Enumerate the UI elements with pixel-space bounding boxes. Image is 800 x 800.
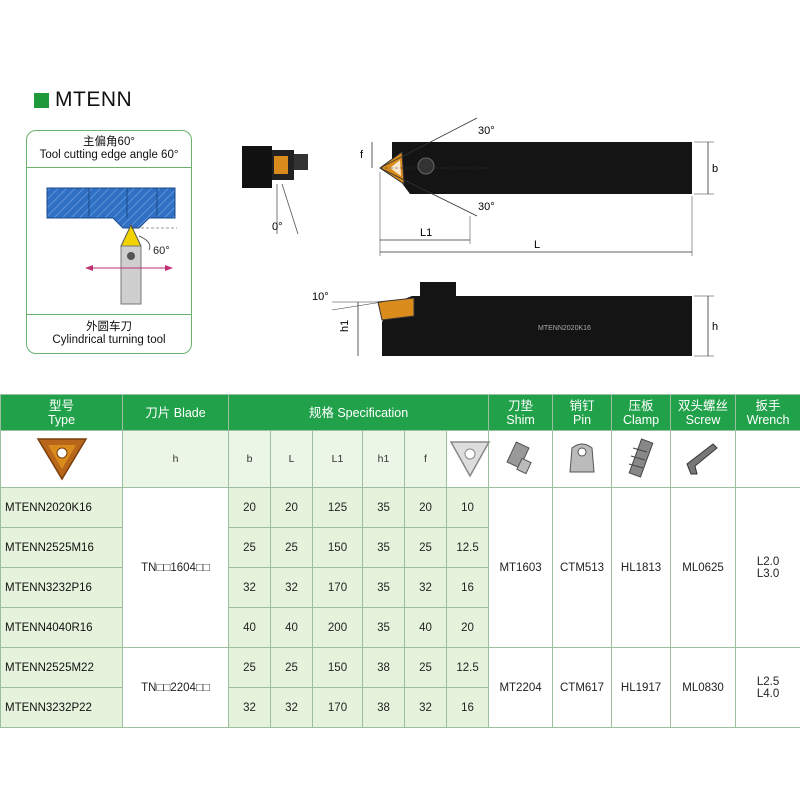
spec-col-f: f <box>404 430 447 488</box>
shim-code-22: MT2204 <box>488 647 554 728</box>
zero-angle-label: 0° <box>272 221 283 233</box>
turning-illustration: 60° <box>27 167 191 315</box>
end-view-insert-icon <box>274 156 288 174</box>
dim-h-label: h <box>712 321 718 333</box>
table-row: MTENN3232P16 32 32 170 35 32 16 <box>0 567 800 608</box>
clamp-code-22: HL1917 <box>611 647 672 728</box>
table-row: MTENN2525M16 25 25 150 35 25 12.5 <box>0 527 800 568</box>
end-view-shank <box>242 146 272 188</box>
side-angle-label: 10° <box>312 291 329 303</box>
dim-h1-label: h1 <box>339 320 351 332</box>
bottom-angle-label: 30° <box>478 201 495 213</box>
shim-code-16: MT1603 <box>488 487 554 648</box>
table-row: MTENN3232P22 32 32 170 38 32 16 <box>0 687 800 728</box>
angle-caption: 主偏角60° Tool cutting edge angle 60° <box>39 136 179 161</box>
turning-illustration-svg: 60° <box>46 187 177 305</box>
table-row: MTENN2020K16 TN□□1604□□ 20 20 125 35 20 … <box>0 487 800 648</box>
title-text: MTENN <box>55 88 133 111</box>
side-view-insert-icon <box>377 297 415 321</box>
blade-code-16: TN□□1604□□ <box>122 487 229 648</box>
dim-l-label: L <box>534 239 540 251</box>
pin-code-16: CTM513 <box>552 487 613 648</box>
top-view-body <box>392 142 692 194</box>
tool-holder-drawing: 0° 30° 30° f b L1 L MTENN2020K16 10° h1 … <box>242 117 718 357</box>
spec-col-l: L <box>270 430 313 488</box>
green-square-icon <box>34 92 49 108</box>
shim-icon <box>445 430 491 488</box>
spec-header: 规格 Specification <box>227 394 490 431</box>
blade-icon <box>0 430 123 488</box>
angle-60-label: 60° <box>153 245 170 257</box>
blade-header: 刀片 Blade <box>122 394 229 431</box>
section-title: MTENN <box>34 88 132 112</box>
spec-col-l1: L1 <box>312 430 363 488</box>
spec-col-h: h <box>122 430 229 488</box>
tool-type-caption: 外圆车刀 Cylindrical turning tool <box>52 321 166 346</box>
wrench-icon <box>670 430 737 488</box>
side-view-body <box>382 296 692 356</box>
dim-b-label: b <box>712 163 718 175</box>
screw-icon <box>611 430 672 488</box>
engraving-text: MTENN2020K16 <box>538 325 591 332</box>
clamp-icon <box>552 430 613 488</box>
spec-col-b: b <box>228 430 271 488</box>
blade-code-22: TN□□2204□□ <box>122 647 229 728</box>
screw-code-16: ML0625 <box>670 487 737 648</box>
spec-col-h1: h1 <box>362 430 405 488</box>
clamp-code-16: HL1813 <box>611 487 672 648</box>
cutting-angle-info-box: 主偏角60° Tool cutting edge angle 60° 60° <box>26 130 192 354</box>
table-row: MTENN4040R16 40 40 200 35 40 20 <box>0 607 800 648</box>
pin-code-22: CTM617 <box>552 647 613 728</box>
top-angle-label: 30° <box>478 125 495 137</box>
screw-code-22: ML0830 <box>670 647 737 728</box>
dim-f-label: f <box>360 149 364 161</box>
table-row: MTENN2525M22 TN□□2204□□ 25 25 150 38 25 … <box>0 647 800 728</box>
dim-l1-label: L1 <box>420 227 432 239</box>
pin-icon <box>488 430 554 488</box>
